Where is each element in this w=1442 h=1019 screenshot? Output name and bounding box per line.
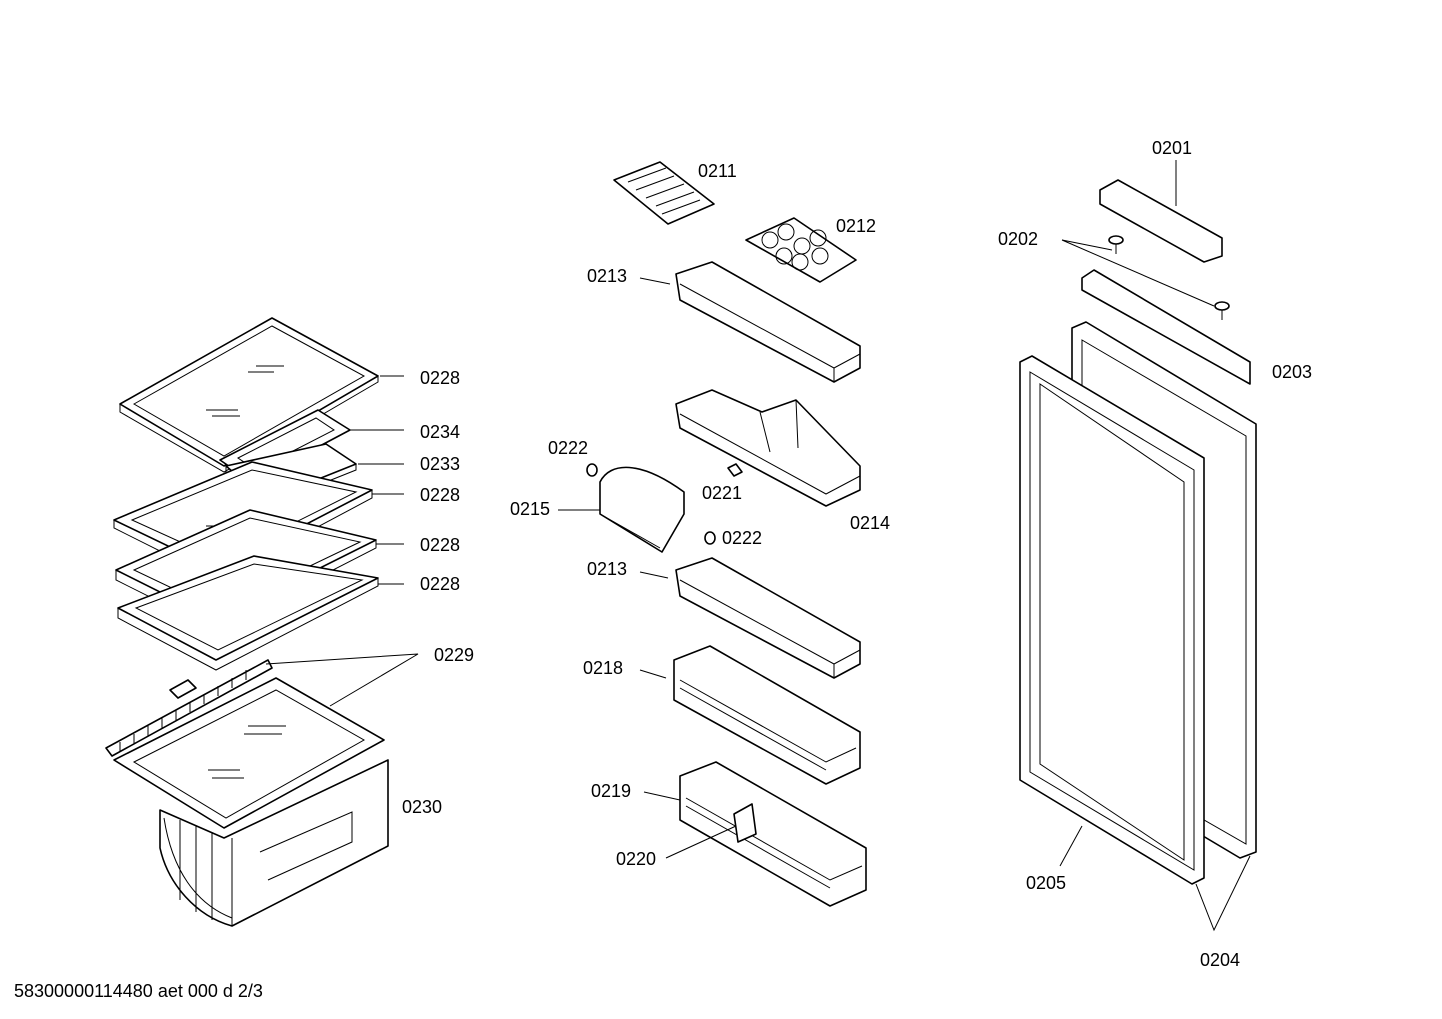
callout-0233: 0233 (420, 454, 460, 474)
handle-cover-0201 (1099, 179, 1223, 263)
hinge-plate-0203 (1081, 269, 1251, 385)
screw-0202-right (1214, 301, 1230, 320)
bin-divider-0220 (733, 803, 757, 843)
crisper-cover-glass (113, 677, 385, 829)
leader-lines (265, 160, 1251, 932)
callout-0202: 0202 (998, 229, 1038, 249)
washer-0222-lower (704, 531, 716, 545)
callout-0215: 0215 (510, 499, 550, 519)
callout-0218: 0218 (583, 658, 623, 678)
cover-flap-0215 (599, 466, 685, 553)
callout-0228-third: 0228 (420, 535, 460, 555)
callout-0228-second: 0228 (420, 485, 460, 505)
crisper-drawer-0230 (159, 759, 389, 927)
callout-0228-first: 0228 (420, 368, 460, 388)
callout-0212: 0212 (836, 216, 876, 236)
callout-0213-bottom: 0213 (587, 559, 627, 579)
callout-0203: 0203 (1272, 362, 1312, 382)
callout-0234: 0234 (420, 422, 460, 442)
door-bin-0218 (673, 645, 861, 785)
clip-0221 (727, 463, 743, 477)
callout-0220: 0220 (616, 849, 656, 869)
screw-0202-left (1108, 235, 1124, 254)
callout-0222-upper: 0222 (548, 438, 588, 458)
egg-tray-0212 (745, 217, 857, 283)
door-bin-0219 (679, 761, 867, 907)
glass-shelf-0228-fourth (117, 555, 379, 671)
callout-0222-lower: 0222 (722, 528, 762, 548)
ice-tray-0211 (613, 161, 715, 225)
callout-0205: 0205 (1026, 873, 1066, 893)
glass-shelf-0228-top (119, 317, 379, 473)
door-bin-0213-top (675, 261, 861, 383)
callout-0211: 0211 (698, 161, 737, 181)
callout-0230: 0230 (402, 797, 442, 817)
door-bin-0214 (675, 389, 861, 507)
callout-0228-fourth: 0228 (420, 574, 460, 594)
washer-0222-upper (586, 463, 598, 477)
callout-0201: 0201 (1152, 138, 1192, 158)
callout-0229: 0229 (434, 645, 474, 665)
door-bin-0213-bottom (675, 557, 861, 679)
drawing-reference-footer: 58300000114480 aet 000 d 2/3 (14, 981, 263, 1001)
callout-0204: 0204 (1200, 950, 1240, 970)
crisper-rail-0229 (105, 659, 273, 757)
callout-0221: 0221 (702, 483, 742, 503)
callout-0219: 0219 (591, 781, 631, 801)
callout-0214: 0214 (850, 513, 890, 533)
callout-0213-top: 0213 (587, 266, 627, 286)
door-gasket-0205 (1019, 355, 1205, 885)
